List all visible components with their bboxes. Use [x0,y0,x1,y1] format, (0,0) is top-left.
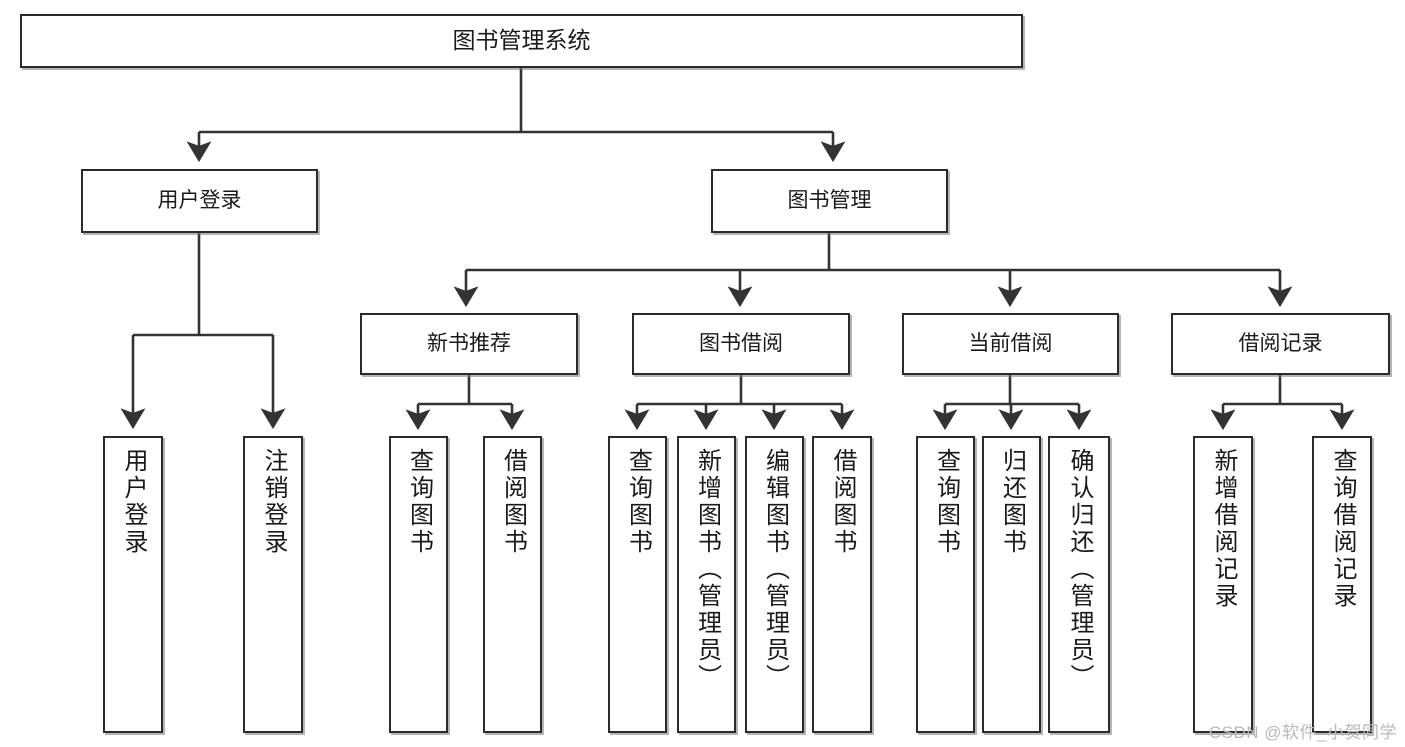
node-leaf-borrow-book-2[interactable]: 借阅图书 [812,436,872,733]
node-leaf-add-book[interactable]: 新增图书（管理员） [677,436,736,733]
node-leaf-logout-label: 注销登录 [260,448,287,556]
node-user-login[interactable]: 用户登录 [81,169,318,233]
node-leaf-query-book-1[interactable]: 查询图书 [389,436,448,733]
node-leaf-user-login-label: 用户登录 [120,448,147,556]
node-leaf-query-book-3-label: 查询图书 [932,448,960,556]
node-book-borrow-label: 图书借阅 [699,332,783,356]
node-leaf-confirm-return-label: 确认归还（管理员） [1066,448,1093,691]
node-leaf-logout[interactable]: 注销登录 [243,436,303,733]
node-leaf-borrow-book-1-label: 借阅图书 [499,448,527,556]
node-borrow-record[interactable]: 借阅记录 [1171,313,1390,375]
node-book-borrow[interactable]: 图书借阅 [632,313,850,375]
node-leaf-query-book-3[interactable]: 查询图书 [916,436,975,733]
node-leaf-add-record-label: 新增借阅记录 [1210,448,1237,610]
node-user-login-label: 用户登录 [157,189,242,213]
node-leaf-borrow-book-1[interactable]: 借阅图书 [483,436,542,733]
node-current-borrow-label: 当前借阅 [968,332,1053,356]
node-leaf-query-record[interactable]: 查询借阅记录 [1312,436,1372,733]
node-leaf-edit-book[interactable]: 编辑图书（管理员） [745,436,804,733]
node-book-manage[interactable]: 图书管理 [711,169,948,233]
node-new-book-rec-label: 新书推荐 [427,332,511,356]
node-leaf-query-record-label: 查询借阅记录 [1329,448,1356,610]
node-borrow-record-label: 借阅记录 [1238,332,1323,356]
node-leaf-confirm-return[interactable]: 确认归还（管理员） [1048,436,1110,733]
node-current-borrow[interactable]: 当前借阅 [902,313,1119,375]
watermark: CSDN @软件_小贺同学 [1208,723,1397,742]
node-book-manage-label: 图书管理 [787,189,872,213]
node-leaf-query-book-2-label: 查询图书 [624,448,652,556]
node-root[interactable]: 图书管理系统 [20,14,1023,68]
node-leaf-edit-book-label: 编辑图书（管理员） [761,448,789,691]
node-leaf-borrow-book-2-label: 借阅图书 [829,448,856,556]
node-leaf-user-login[interactable]: 用户登录 [103,436,163,733]
node-leaf-add-record[interactable]: 新增借阅记录 [1193,436,1253,733]
node-leaf-return-book[interactable]: 归还图书 [982,436,1041,733]
node-leaf-return-book-label: 归还图书 [998,448,1026,556]
node-leaf-query-book-1-label: 查询图书 [405,448,433,556]
node-leaf-add-book-label: 新增图书（管理员） [693,448,721,691]
node-new-book-rec[interactable]: 新书推荐 [360,313,578,375]
node-leaf-query-book-2[interactable]: 查询图书 [608,436,667,733]
node-root-label: 图书管理系统 [452,27,591,54]
